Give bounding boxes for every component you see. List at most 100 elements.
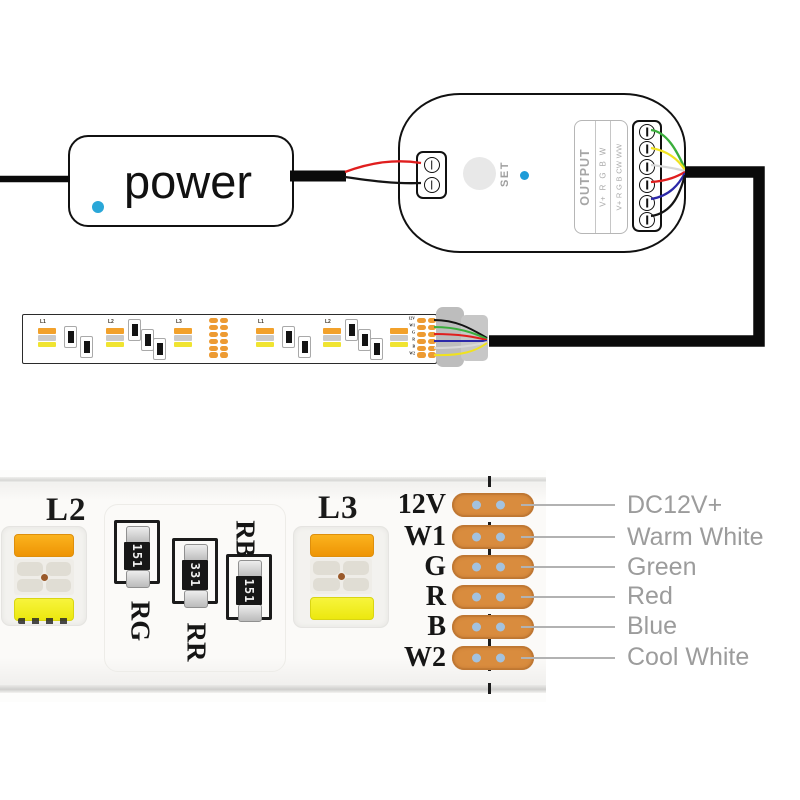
solder-pad [427, 338, 437, 344]
pin-label: W2 [404, 642, 446, 673]
resistor-designator-rg: RG [125, 600, 156, 642]
resistor [80, 336, 93, 358]
pin-label: G [424, 551, 446, 582]
annotation-warm-white: Warm White [627, 523, 764, 551]
die-pad [17, 578, 43, 592]
terminal-screw [639, 141, 655, 158]
silicone-emboss [104, 504, 286, 672]
solder-pad [209, 352, 218, 358]
led-module [106, 328, 124, 348]
die-center-dot [40, 573, 48, 581]
strip-bottom-edge [0, 685, 546, 693]
resistor-body-rg: 151 [124, 542, 150, 570]
solder-pad-12v [452, 493, 534, 517]
strip-connector-neck [461, 315, 488, 361]
resistor-body-rb: 151 [236, 576, 262, 605]
pin-label: 12V [397, 489, 446, 520]
pad-hole [472, 562, 481, 572]
led-strip: L1 L2 L3 L1 L2 12V W1 G R B W2 [22, 314, 437, 364]
solder-pad [417, 338, 426, 344]
annotation-line [521, 536, 615, 539]
solder-pad [219, 338, 229, 344]
die-pad [342, 561, 369, 575]
output-terminal-block [632, 120, 662, 232]
segment-label-left: L2 [46, 492, 87, 528]
strip-wire-red [433, 333, 488, 341]
power-indicator-led [92, 201, 104, 213]
wiring-layer [0, 128, 765, 367]
led-module [256, 328, 274, 348]
pad-hole [472, 622, 481, 632]
terminal-screw [639, 194, 655, 211]
led-die [14, 559, 74, 595]
strip-wire-yellow [433, 342, 488, 357]
solder-pad-b [452, 615, 534, 639]
input-terminal-block [416, 151, 447, 199]
resistor [153, 338, 166, 360]
pin-label: R [425, 581, 446, 612]
resistor-value: 331 [188, 562, 202, 588]
solder-pad-r [452, 585, 534, 609]
output-label-column: OUTPUT [575, 121, 595, 233]
strip-pin-label: 12V [408, 316, 415, 321]
power-label: power [123, 154, 252, 208]
mid-solder-pads [209, 318, 229, 358]
solder-pad [219, 318, 229, 324]
solder-pad [219, 345, 229, 351]
solder-pad [417, 324, 426, 331]
die-pad [45, 562, 71, 576]
annotation-blue: Blue [627, 612, 678, 640]
segment-label: L1 [40, 319, 46, 325]
resistor-designator-rr: RR [181, 622, 212, 662]
pad-hole [472, 532, 481, 542]
led-module-l3 [294, 527, 388, 627]
annotation-red: Red [627, 582, 673, 610]
solder-pad [417, 352, 426, 358]
terminal-screw [639, 176, 655, 193]
annotation-line [521, 626, 615, 629]
status-led [520, 171, 529, 180]
resistor [370, 338, 383, 360]
resistor-cap [238, 604, 262, 622]
strip-connector [436, 307, 464, 367]
resistor-value: 151 [130, 543, 144, 569]
resistor [282, 326, 295, 348]
resistor-body-rr: 331 [182, 560, 208, 590]
pad-hole [472, 653, 481, 663]
strip-wire-green [433, 326, 488, 340]
die-center-dot [337, 572, 345, 580]
solder-pad [427, 324, 437, 331]
strip-closeup-photo: L2 L3 151 RG 331 RR R [0, 470, 546, 702]
solder-marks [18, 618, 68, 624]
pin-label: B [427, 611, 446, 642]
annotation-line [521, 657, 615, 660]
power-supply: power [68, 135, 294, 227]
solder-pad [417, 318, 426, 324]
annotation-line [521, 504, 615, 507]
solder-pad [209, 324, 218, 331]
output-label: OUTPUT [578, 148, 592, 206]
solder-pad [417, 345, 426, 351]
solder-pad [209, 345, 218, 351]
strip-pin-label: R [412, 337, 415, 342]
solder-pad [209, 318, 218, 324]
solder-pad [417, 331, 426, 337]
segment-label: L2 [108, 319, 114, 325]
strip-wire-white [433, 341, 488, 349]
output-pin-row-2-column: V+ R G B CW WW [610, 121, 627, 233]
resistor-cap [126, 570, 150, 588]
terminal-screw [423, 157, 440, 173]
annotation-cool-white: Cool White [627, 643, 750, 671]
cool-white-die-bar [310, 597, 374, 620]
output-pin-row-1-column: V+ R G B W [595, 121, 610, 233]
die-pad [45, 578, 71, 592]
strip-top-edge [0, 477, 546, 483]
pad-hole [496, 500, 505, 510]
pad-hole [472, 592, 481, 602]
led-module [323, 328, 341, 348]
solder-pad [219, 324, 229, 331]
pad-hole [496, 592, 505, 602]
terminal-screw [639, 212, 655, 229]
strip-pin-label: W2 [409, 351, 415, 356]
